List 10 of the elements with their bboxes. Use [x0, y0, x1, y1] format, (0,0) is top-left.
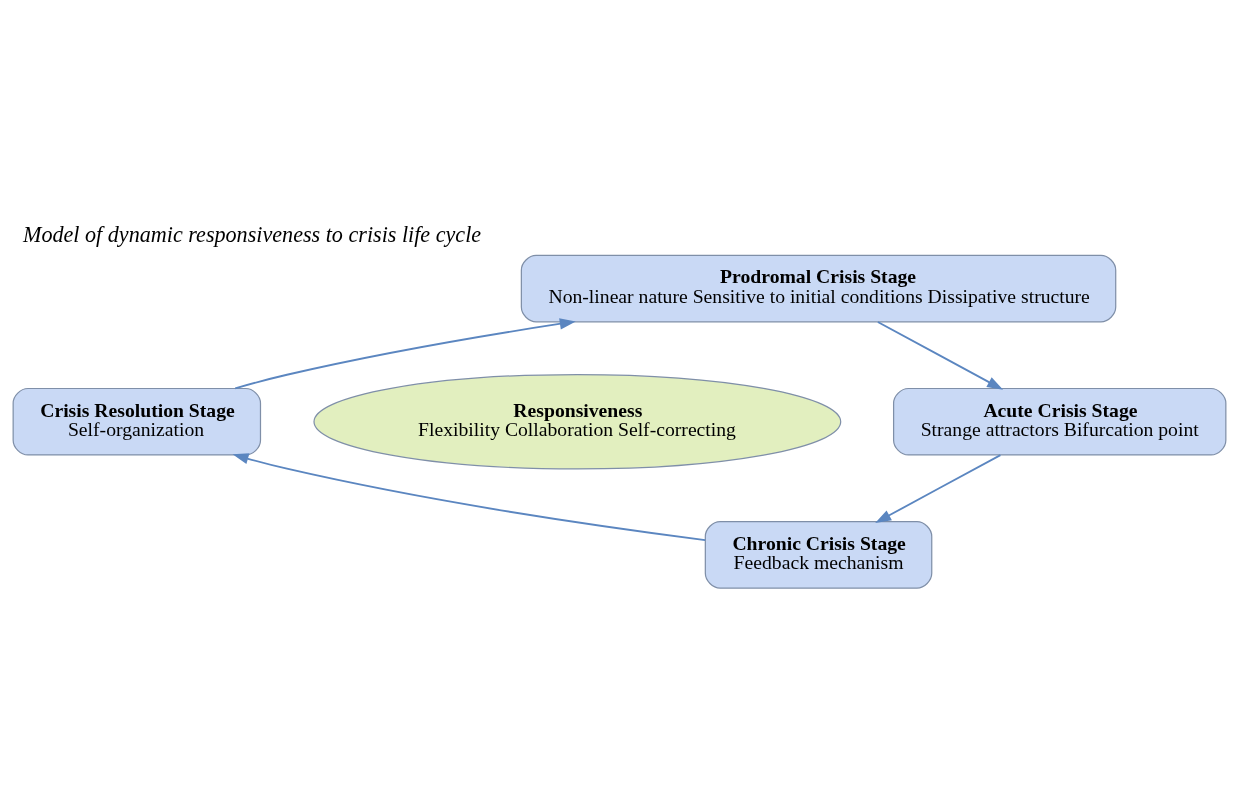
node-box: Prodromal Crisis Stage Non-linear nature Sensitive to initial conditions Dissipative structure [520, 254, 1117, 322]
node-box: Acute Crisis Stage Strange attractors Bifurcation point [893, 387, 1227, 456]
arrow [232, 452, 707, 541]
node-box: Chronic Crisis Stage Feedback mechanism [704, 520, 933, 589]
arrow [875, 453, 1002, 523]
node-ellipse: Responsiveness Flexibility Collaboration Self-correcting [313, 373, 842, 470]
diagram-title: Model of dynamic responsiveness to crisis life cycle [23, 221, 482, 247]
arrow [234, 317, 576, 389]
arrow [876, 320, 1004, 390]
node-box: Crisis Resolution Stage Self-organization [12, 387, 262, 456]
